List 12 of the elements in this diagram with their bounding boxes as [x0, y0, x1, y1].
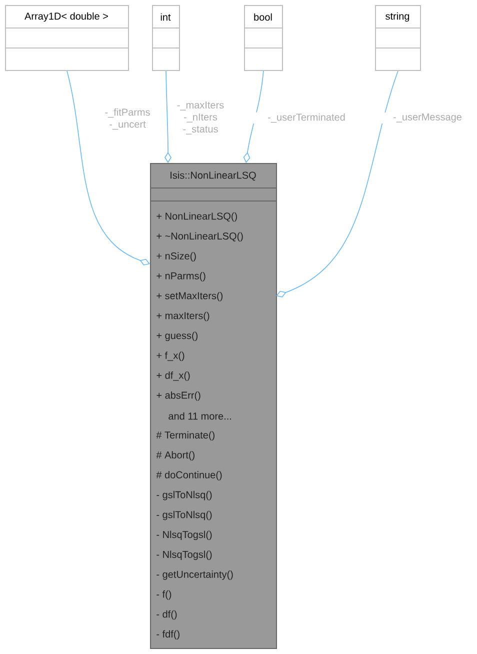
edge-label: -_maxIters -_nIters -_status [177, 102, 224, 134]
edge-label: -_userTerminated [268, 113, 345, 123]
class-box: Array1D< double > [4, 5, 129, 71]
aggregation-arrow [243, 70, 264, 163]
class-box: bool [244, 5, 283, 71]
class-box: int [152, 5, 180, 71]
aggregation-arrow [164, 70, 172, 163]
class-box: Isis::NonLinearLSQ + NonLinearLSQ() + ~NonLinearLSQ() + nSize() + nParms() + setMaxIters() + maxIters() + guess() + f_x() + df_x() + absErr() and 11 more... # Terminate() # Abort() # doContinue() - gslToNlsq() - gslToNlsq() - NlsqTogsl() - NlsqTogsl() - getUncertainty() - f() - df() - fdf() [150, 163, 277, 649]
class-box: string [374, 5, 421, 71]
edge-label: -_userMessage [393, 114, 462, 122]
aggregation-arrow [66, 70, 150, 266]
edge-label: -_fitParms -_uncert [105, 108, 150, 130]
